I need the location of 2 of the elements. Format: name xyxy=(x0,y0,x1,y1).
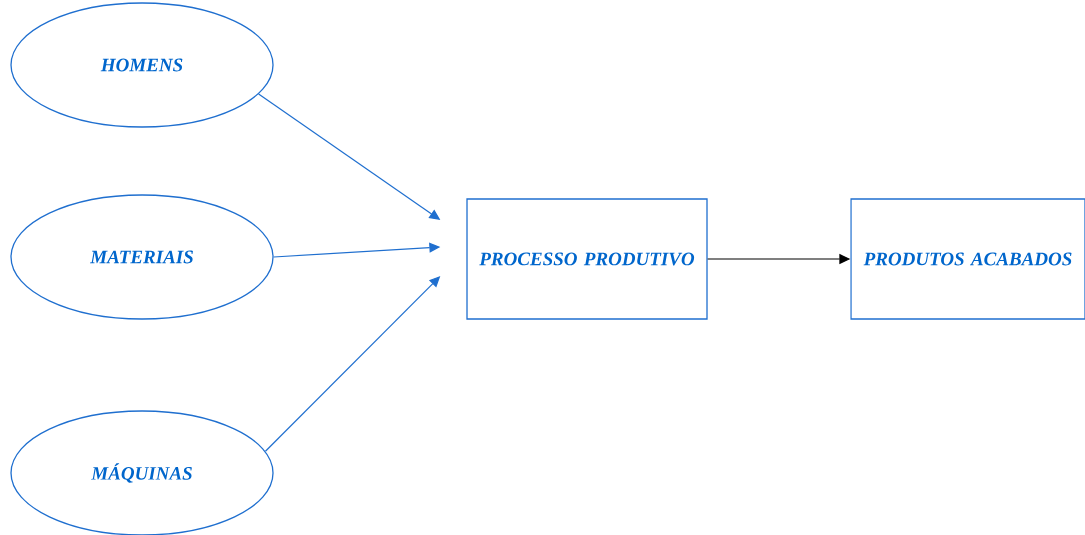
process-box: PRODUTOS ACABADOS xyxy=(850,198,1085,320)
process-box: PROCESSO PRODUTIVO xyxy=(466,198,708,320)
